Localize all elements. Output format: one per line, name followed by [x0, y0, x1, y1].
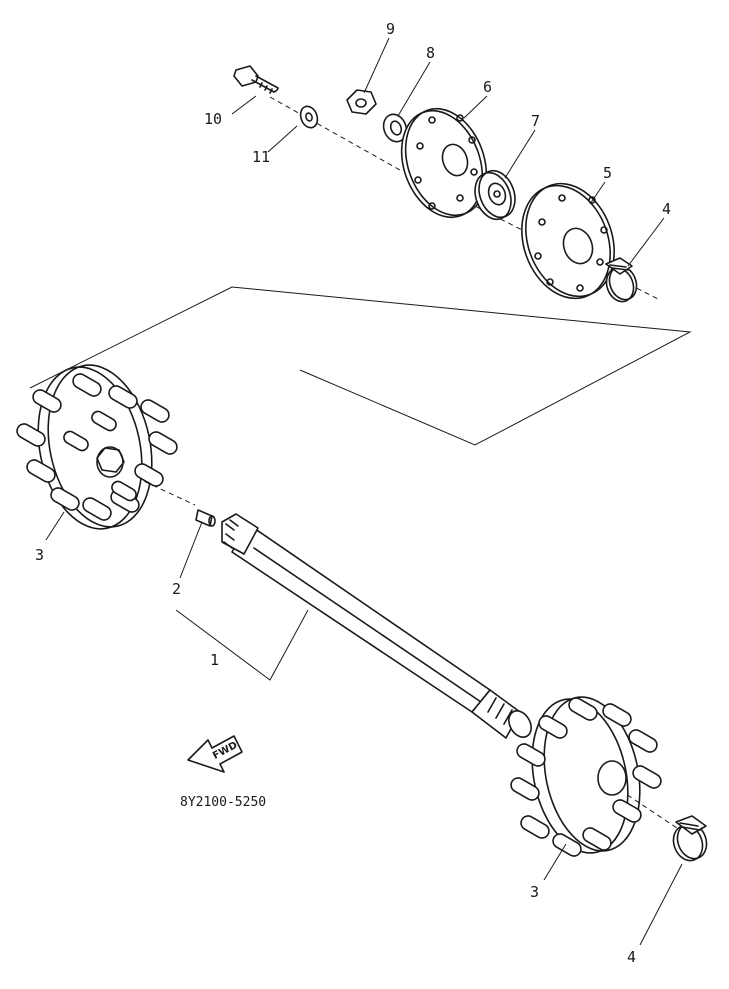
diagram-code: 8Y2100-5250: [180, 795, 266, 810]
callout-3-left: 3: [35, 546, 44, 564]
lock-washer-part-8: [382, 113, 408, 143]
callout-1: 1: [210, 651, 219, 669]
callout-5: 5: [603, 164, 612, 182]
callout-3-right: 3: [530, 883, 539, 901]
sprocket-part-3-right: [510, 696, 662, 857]
clamp-part-4-lower: [672, 815, 708, 862]
bearing-part-7: [474, 169, 516, 221]
fwd-direction-arrow: FWD: [187, 735, 243, 773]
callout-4-lower: 4: [627, 948, 636, 966]
callout-9: 9: [386, 20, 395, 38]
callout-2: 2: [172, 580, 181, 598]
nut-part-9: [346, 89, 377, 115]
callout-8: 8: [426, 44, 435, 62]
bolt-part-10: [233, 65, 279, 94]
flange-plate-part-5: [521, 182, 615, 300]
clamp-part-4-upper: [605, 257, 638, 303]
callout-4-upper: 4: [662, 200, 671, 218]
sprocket-part-3-left: [16, 364, 178, 530]
callout-7: 7: [531, 112, 540, 130]
flange-housing-part-6: [400, 107, 488, 219]
callout-10: 10: [204, 110, 222, 128]
callout-leaders: [45, 37, 683, 946]
callout-numbers: 9 8 6 7 5 4 10 11 3 2 1 3 4: [35, 20, 671, 966]
washer-part-11: [299, 105, 319, 129]
key-pin-part-2: [195, 509, 216, 527]
callout-6: 6: [483, 78, 492, 96]
callout-11: 11: [252, 148, 270, 166]
drive-shaft-part-1: [221, 513, 532, 739]
assembly-frame: [29, 286, 692, 446]
